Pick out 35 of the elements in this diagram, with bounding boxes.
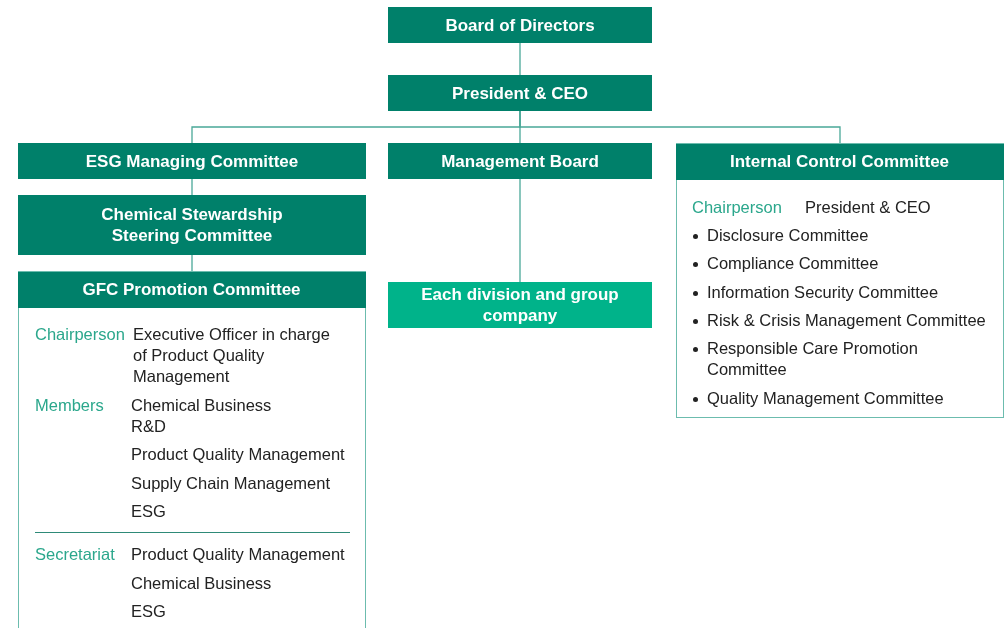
role-label: Chairperson	[35, 324, 125, 345]
org-box: Chemical Stewardship Steering Committee	[18, 195, 366, 255]
list-item: Risk & Crisis Management Committee	[707, 310, 986, 331]
org-box: Board of Directors	[388, 7, 652, 43]
member-text: President & CEO	[805, 197, 931, 218]
list-item: Quality Management Committee	[707, 388, 944, 409]
org-box: ESG Managing Committee	[18, 143, 366, 179]
member-text: R&D	[131, 416, 166, 437]
card-header: GFC Promotion Committee	[17, 272, 366, 308]
org-box: Each division and group company	[388, 282, 652, 328]
member-text: Supply Chain Management	[131, 473, 331, 494]
connector-line	[191, 254, 193, 272]
org-box: President & CEO	[388, 75, 652, 111]
list-item: Responsible Care Promotion Committee	[707, 338, 919, 380]
member-text: Product Quality Management	[131, 544, 345, 565]
list-item: Disclosure Committee	[707, 225, 869, 246]
member-text: ESG	[131, 501, 166, 522]
member-text: Chemical Business	[131, 395, 272, 416]
connector-line	[519, 110, 841, 144]
role-label: Secretariat	[35, 544, 115, 565]
committee-card	[18, 271, 366, 628]
org-box: Management Board	[388, 143, 652, 179]
member-text: Chemical Business	[131, 573, 272, 594]
connector-line	[191, 178, 193, 196]
role-label: Chairperson	[692, 197, 782, 218]
list-item: Information Security Committee	[707, 282, 939, 303]
connector-line	[519, 178, 521, 283]
member-text: ESG	[131, 601, 166, 622]
role-label: Members	[35, 395, 104, 416]
connector-line	[519, 42, 521, 76]
list-item: Compliance Committee	[707, 253, 879, 274]
card-header: Internal Control Committee	[675, 144, 1004, 180]
committee-card	[676, 143, 1004, 418]
member-text: Product Quality Management	[131, 444, 345, 465]
member-text: Executive Officer in charge of Product Quality Management	[133, 324, 331, 387]
